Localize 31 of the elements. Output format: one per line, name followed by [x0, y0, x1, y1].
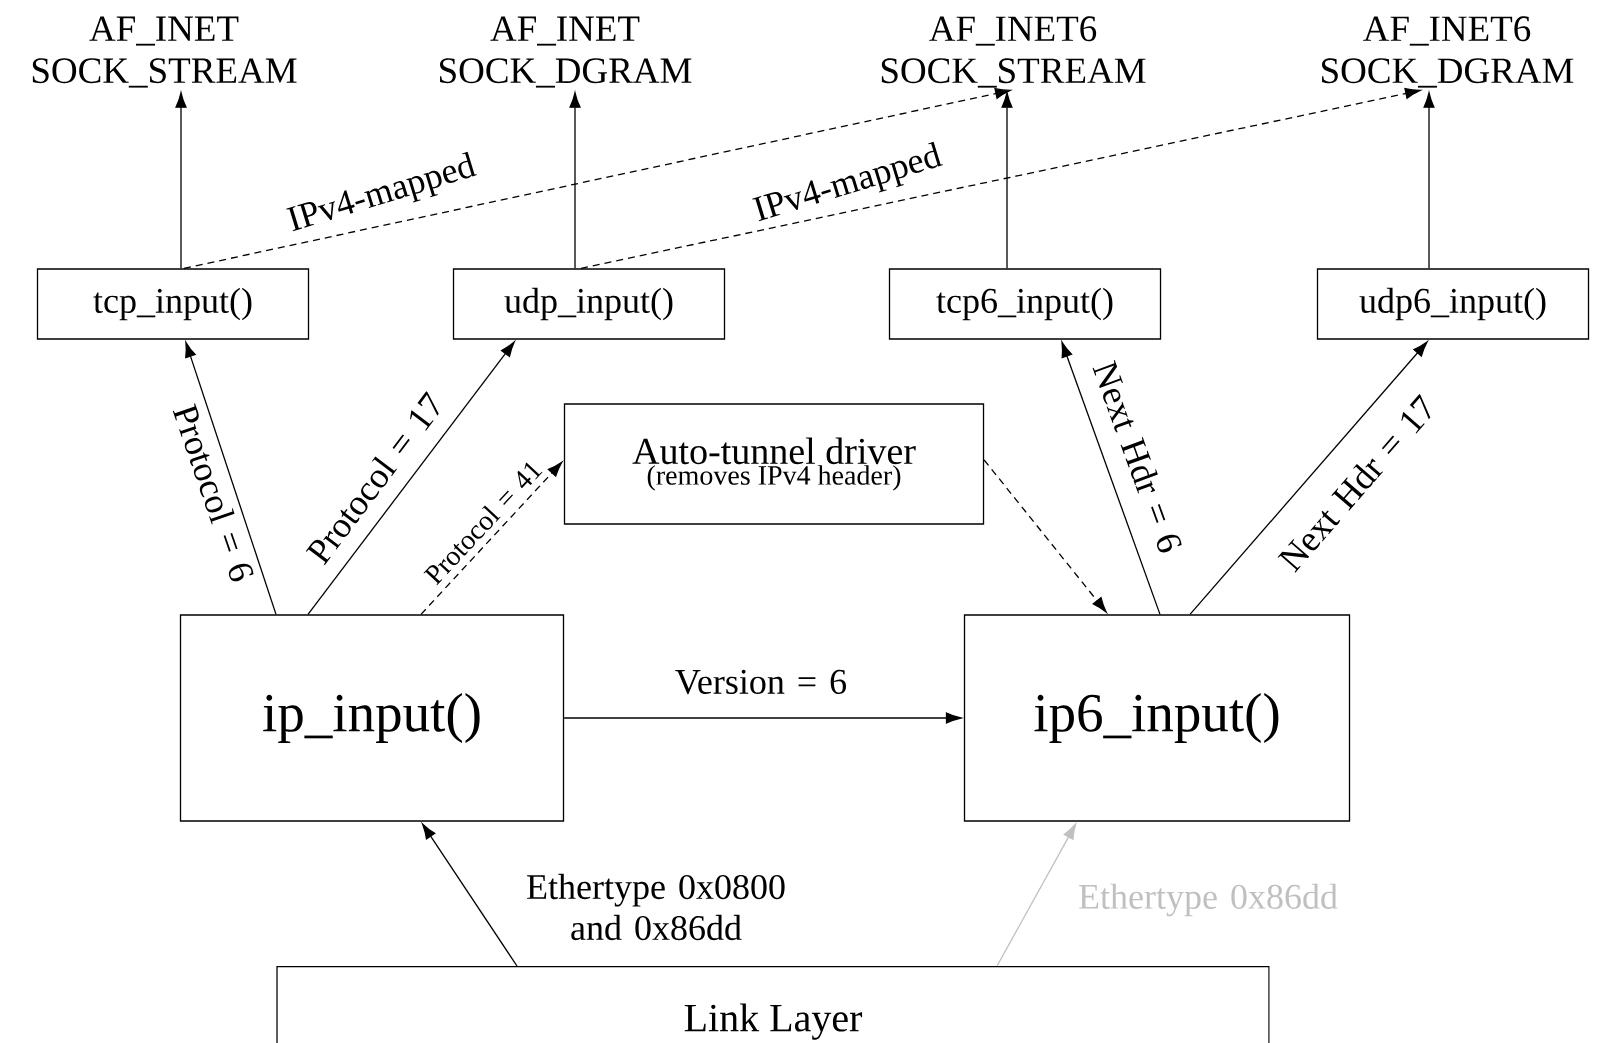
- edge-label: Next Hdr = 6: [1092, 360, 1182, 553]
- function-box: tcp_input(): [36, 268, 310, 340]
- function-box: ip6_input(): [963, 614, 1351, 822]
- arrow: [983, 459, 1107, 613]
- arrow: [420, 461, 563, 615]
- function-box: udp6_input(): [1316, 268, 1590, 340]
- arrow: [1061, 341, 1161, 615]
- edge-label: Version = 6: [675, 669, 847, 695]
- function-box: tcp6_input(): [888, 268, 1162, 340]
- arrow: [569, 92, 581, 269]
- socket-label: AF_INET6 SOCK_DGRAM: [1322, 16, 1574, 88]
- function-box: ip_input(): [179, 614, 565, 822]
- arrow: [175, 92, 187, 269]
- arrow: [1001, 92, 1013, 269]
- function-box: Link Layer: [276, 966, 1270, 1043]
- edge-label: Ethertype 0x0800 and 0x86dd: [527, 873, 785, 941]
- function-box: Auto-tunnel driver (removes IPv4 header): [563, 403, 985, 525]
- arrow: [1423, 92, 1435, 269]
- socket-label: AF_INET SOCK_DGRAM: [440, 16, 692, 88]
- arrow: [580, 87, 1421, 269]
- edge-label: Ethertype 0x86dd: [1079, 883, 1338, 917]
- function-box: udp_input(): [452, 268, 726, 340]
- arrow: [996, 823, 1077, 967]
- arrow: [183, 88, 1011, 269]
- arrow: [563, 712, 962, 724]
- arrow: [185, 341, 277, 615]
- arrow: [1189, 341, 1428, 615]
- socket-label: AF_INET6 SOCK_STREAM: [881, 16, 1146, 88]
- arrow: [422, 823, 518, 967]
- socket-label: AF_INET SOCK_STREAM: [32, 16, 297, 88]
- arrow: [307, 341, 515, 615]
